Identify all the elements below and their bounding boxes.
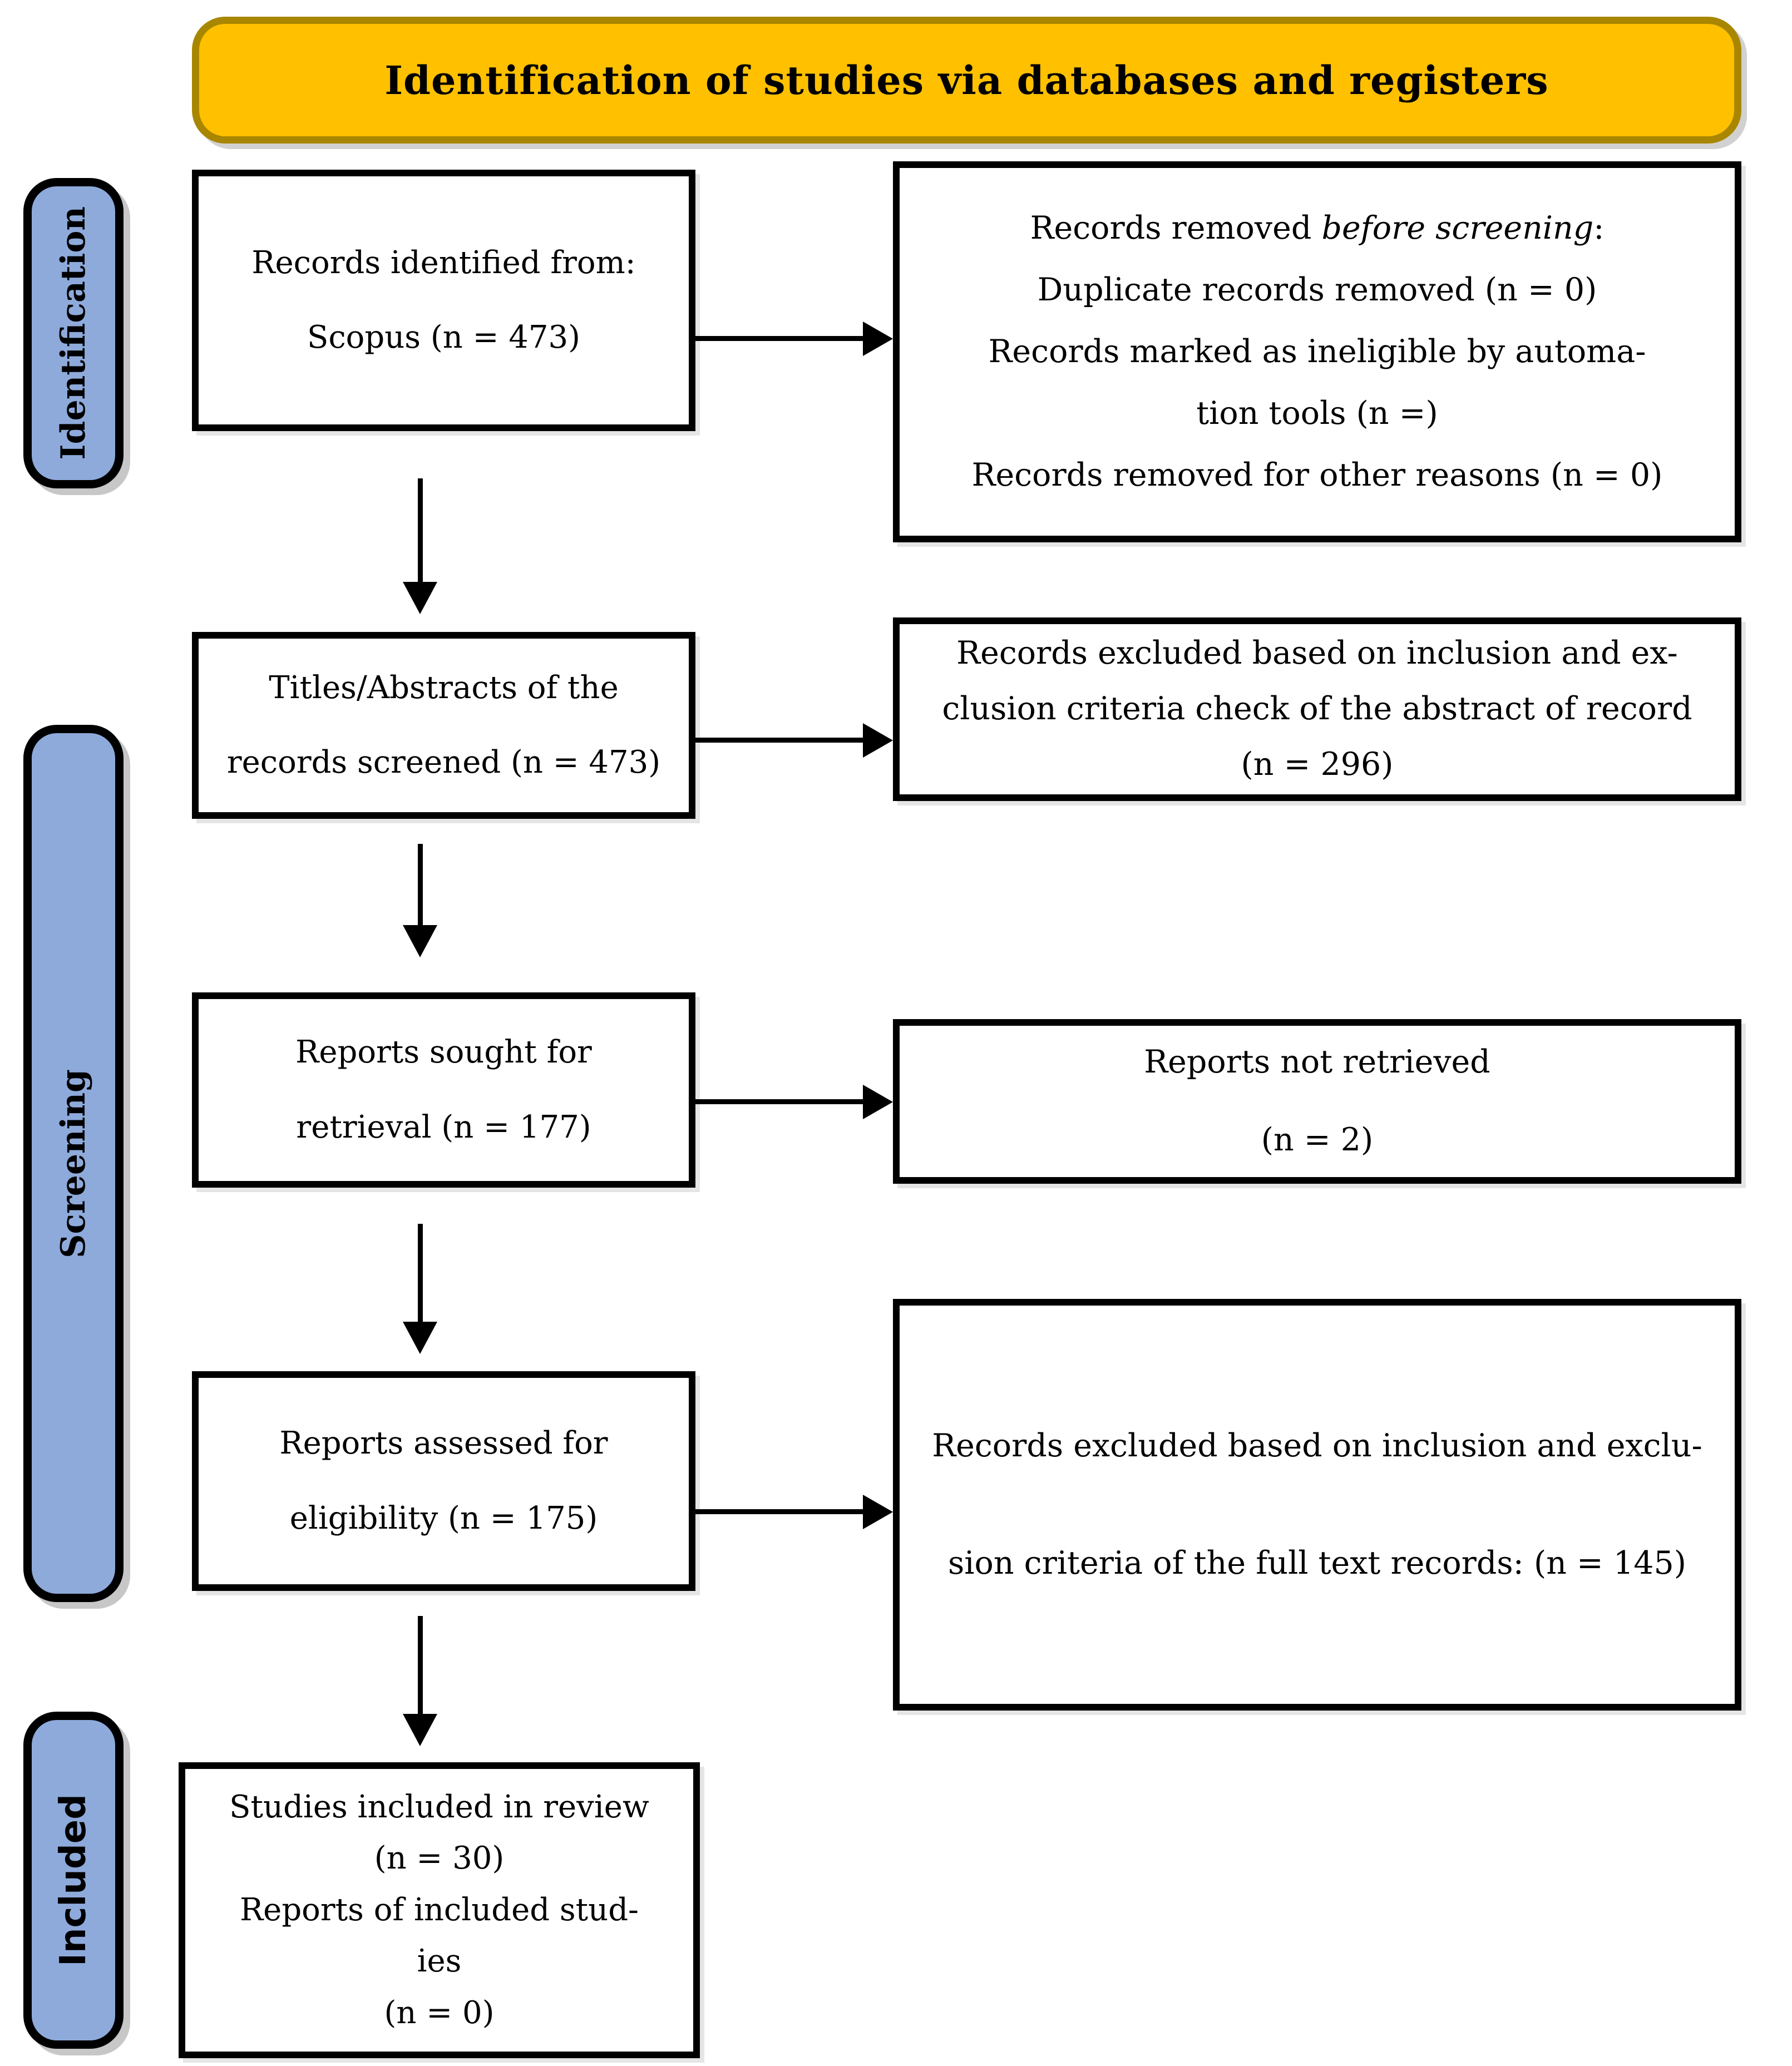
box-records-excluded-fulltext: Records excluded based on inclusion and … bbox=[893, 1299, 1741, 1711]
box-records-excluded-abstract-line: clusion criteria check of the abstract o… bbox=[942, 690, 1692, 728]
box-reports-not-retrieved-line: (n = 2) bbox=[1261, 1121, 1374, 1158]
box-titles-abstracts-line: Titles/Abstracts of the bbox=[269, 669, 619, 706]
records-removed-italic: before screening bbox=[1321, 209, 1594, 246]
arrow-right-stem bbox=[695, 1509, 864, 1514]
box-titles-abstracts-screened: Titles/Abstracts of the records screened… bbox=[192, 632, 695, 819]
arrow-down-stem bbox=[418, 844, 423, 926]
box-records-removed-line: Records removed for other reasons (n = 0… bbox=[971, 457, 1663, 494]
records-removed-prefix: Records removed bbox=[1030, 209, 1322, 246]
box-reports-sought-line: retrieval (n = 177) bbox=[296, 1109, 591, 1145]
box-studies-included-line: (n = 30) bbox=[374, 1840, 505, 1877]
box-reports-not-retrieved: Reports not retrieved (n = 2) bbox=[893, 1019, 1741, 1184]
box-reports-sought-line: Reports sought for bbox=[295, 1034, 592, 1071]
arrow-right-head bbox=[863, 1085, 893, 1119]
box-reports-assessed-line: eligibility (n = 175) bbox=[289, 1500, 598, 1536]
arrow-right-head bbox=[863, 322, 893, 356]
arrow-right-stem bbox=[695, 738, 864, 743]
banner-title: Identification of studies via databases … bbox=[384, 57, 1549, 103]
arrow-down-stem bbox=[418, 478, 423, 583]
box-reports-assessed-line: Reports assessed for bbox=[279, 1425, 608, 1462]
box-records-identified-line: Scopus (n = 473) bbox=[307, 319, 581, 355]
box-reports-not-retrieved-line: Reports not retrieved bbox=[1144, 1044, 1490, 1081]
box-studies-included-line: Reports of included stud- bbox=[240, 1891, 639, 1928]
banner: Identification of studies via databases … bbox=[192, 17, 1741, 144]
arrow-down-head bbox=[403, 925, 437, 957]
box-studies-included: Studies included in review (n = 30) Repo… bbox=[179, 1762, 700, 2058]
box-titles-abstracts-line: records screened (n = 473) bbox=[226, 744, 661, 780]
box-records-excluded-abstract-line: Records excluded based on inclusion and … bbox=[956, 635, 1678, 672]
stage-screening: Screening bbox=[23, 725, 124, 1602]
arrow-right-head bbox=[863, 1495, 893, 1529]
box-studies-included-line: ies bbox=[417, 1943, 462, 1980]
box-records-removed-line: Duplicate records removed (n = 0) bbox=[1037, 271, 1597, 308]
arrow-down-head bbox=[403, 582, 437, 614]
box-records-excluded-fulltext-line: sion criteria of the full text records: … bbox=[948, 1545, 1686, 1581]
stage-included-label: Included bbox=[53, 1794, 94, 1966]
stage-included: Included bbox=[23, 1712, 124, 2049]
box-records-excluded-abstract: Records excluded based on inclusion and … bbox=[893, 617, 1741, 801]
stage-screening-label: Screening bbox=[54, 1069, 93, 1258]
arrow-down-head bbox=[403, 1714, 437, 1746]
box-studies-included-line: (n = 0) bbox=[384, 1994, 495, 2031]
arrow-right-stem bbox=[695, 336, 864, 341]
box-records-removed-line: Records removed before screening: bbox=[900, 197, 1735, 259]
arrow-down-stem bbox=[418, 1224, 423, 1323]
arrow-down-stem bbox=[418, 1616, 423, 1715]
box-records-identified: Records identified from: Scopus (n = 473… bbox=[192, 170, 695, 431]
box-records-identified-line: Records identified from: bbox=[251, 244, 636, 281]
arrow-down-head bbox=[403, 1322, 437, 1354]
arrow-right-stem bbox=[695, 1099, 864, 1104]
stage-identification: Identification bbox=[23, 178, 124, 488]
box-records-excluded-fulltext-line: Records excluded based on inclusion and … bbox=[932, 1427, 1702, 1465]
box-records-removed-before-screening: Records removed before screening: Duplic… bbox=[893, 161, 1741, 542]
arrow-right-head bbox=[863, 723, 893, 758]
box-reports-assessed: Reports assessed for eligibility (n = 17… bbox=[192, 1371, 695, 1591]
box-records-removed-line: Records marked as ineligible by automa- bbox=[988, 333, 1646, 370]
box-reports-sought: Reports sought for retrieval (n = 177) bbox=[192, 992, 695, 1188]
box-records-removed-line: tion tools (n =) bbox=[1196, 395, 1438, 432]
box-studies-included-line: Studies included in review bbox=[229, 1789, 649, 1826]
box-records-excluded-abstract-line: (n = 296) bbox=[1241, 745, 1394, 783]
stage-identification-label: Identification bbox=[54, 206, 93, 460]
records-removed-suffix: : bbox=[1593, 209, 1605, 246]
